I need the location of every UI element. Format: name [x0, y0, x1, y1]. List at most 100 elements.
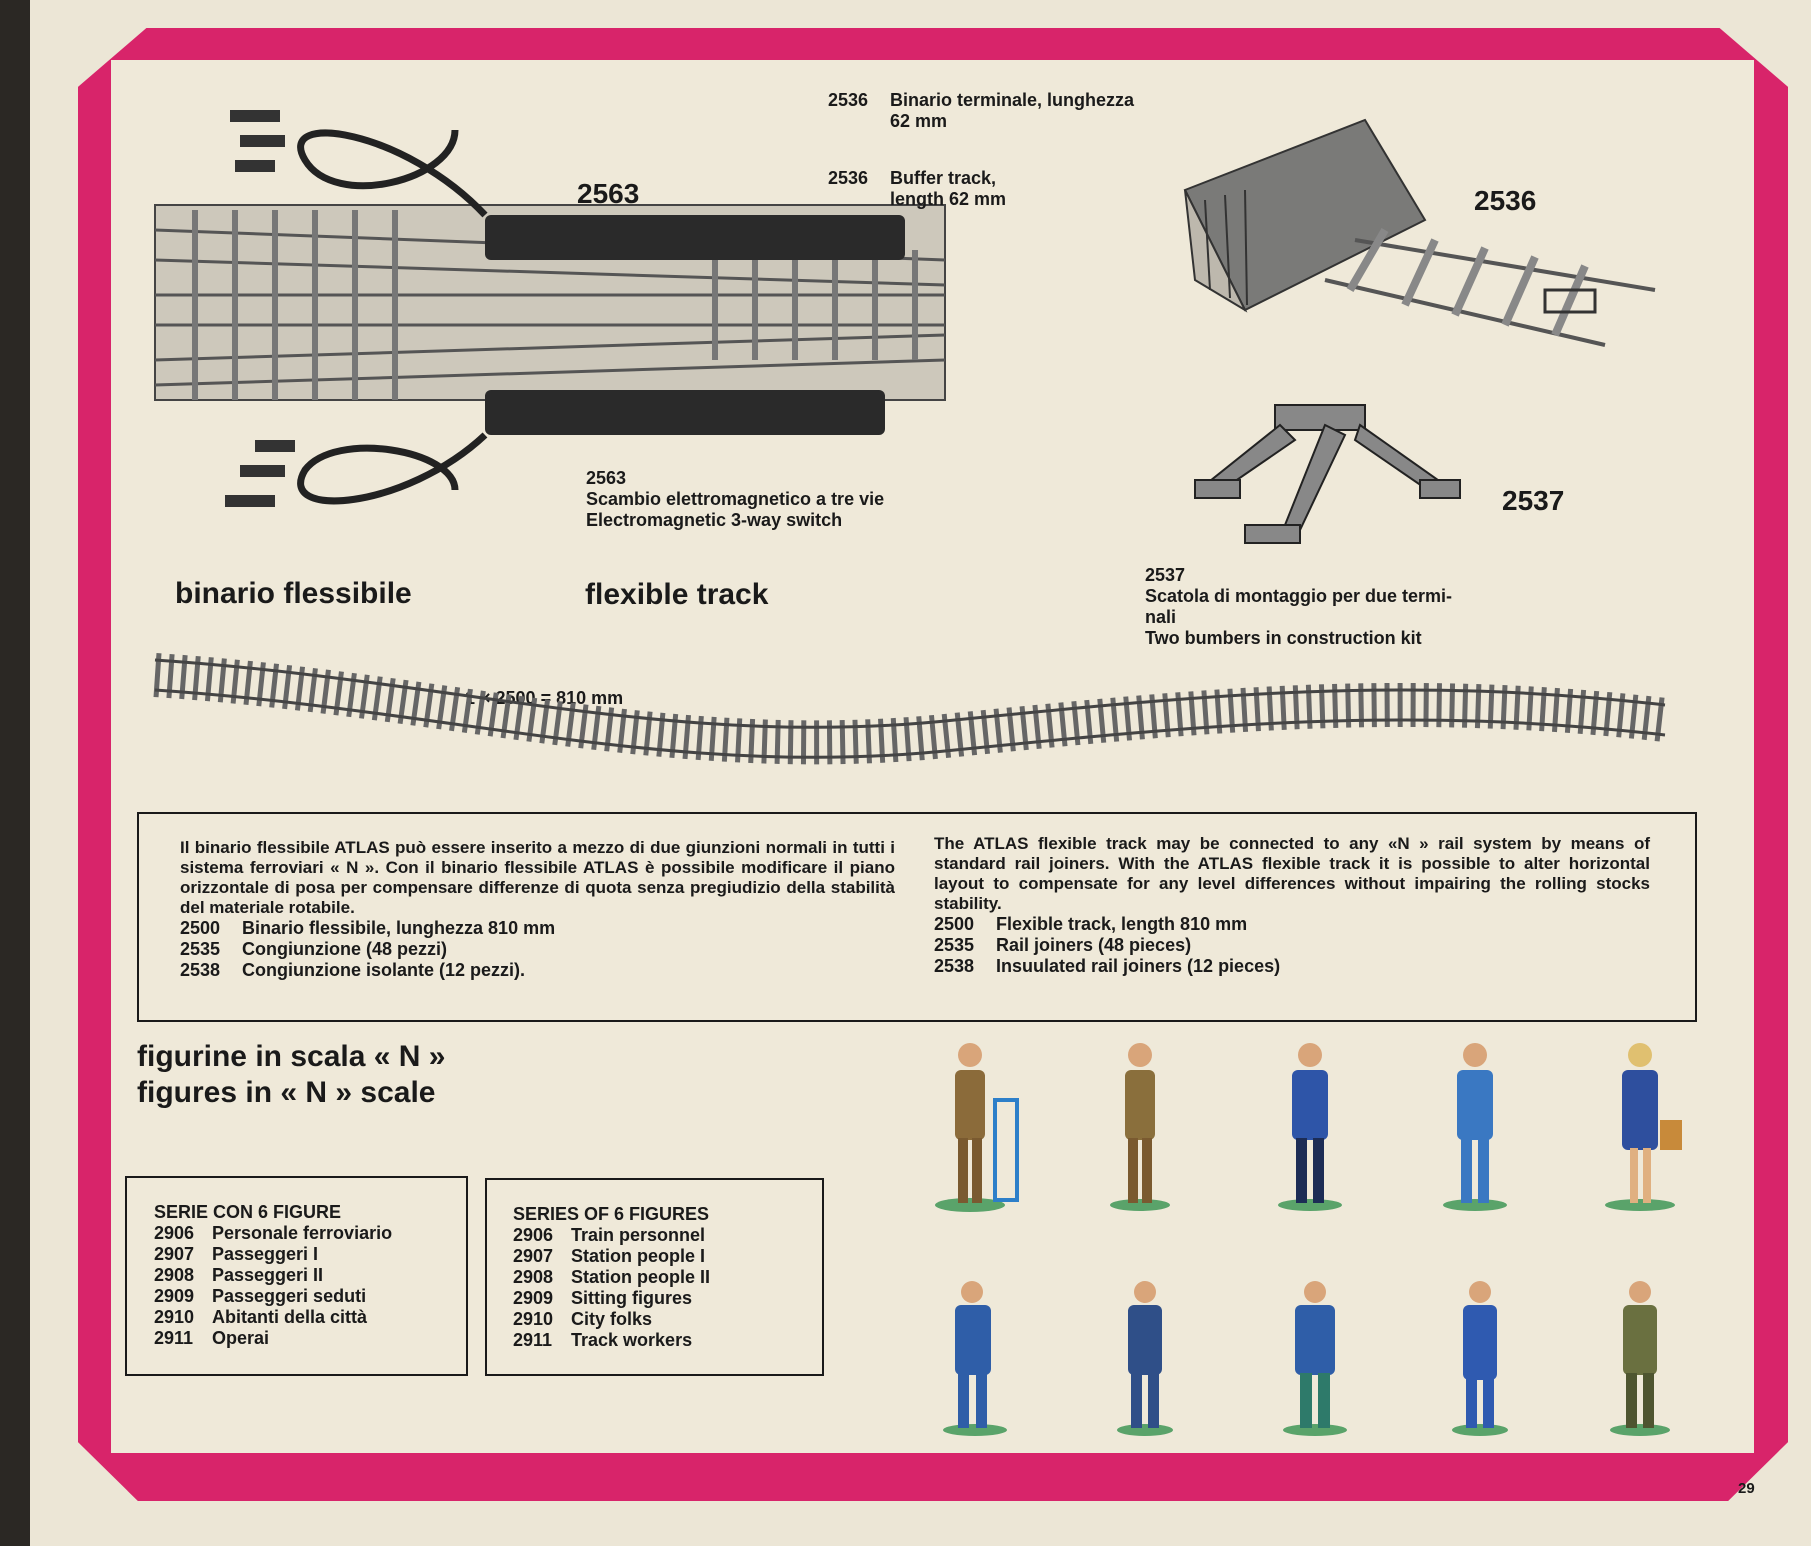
flexible-track-image [153, 653, 1668, 765]
list-item-code: 2911 [154, 1328, 194, 1348]
list-item: 2907 Passeggeri I [154, 1244, 392, 1265]
flex-text-it: Il binario flessibile ATLAS può essere i… [180, 838, 895, 981]
list-item-code: 2907 [513, 1246, 554, 1266]
flex-formula: 1 × 2500 = 810 mm [465, 688, 624, 708]
list-item-code: 2910 [513, 1309, 554, 1329]
buffer-caption-it-line2: 62 mm [890, 111, 948, 131]
series-box-it [125, 1176, 468, 1376]
series-list-it: SERIE CON 6 FIGURE 2906 Personale ferrovi… [154, 1202, 392, 1349]
buffer-caption-en-line2: length 62 mm [890, 189, 1007, 209]
list-item-code: 2909 [154, 1286, 195, 1306]
list-item-code: 2906 [513, 1225, 554, 1245]
list-item-code: 2909 [513, 1288, 554, 1308]
buffer-caption-it: 2536 Binario terminale, lunghezza 62 mm [828, 90, 1134, 132]
list-item: 2906 Personale ferroviario [154, 1223, 392, 1244]
bumper-caption: 2537 Scatola di montaggio per due termi-… [1145, 565, 1452, 649]
book-spine [0, 0, 30, 1546]
list-item-label: Station people II [571, 1267, 711, 1287]
series-title-it: SERIE CON 6 FIGURE [154, 1202, 342, 1222]
list-item-label: Flexible track, length 810 mm [996, 914, 1248, 934]
list-item-code: 2907 [154, 1244, 195, 1264]
list-item-code: 2500 [934, 914, 975, 934]
list-item: 2538 Insuulated rail joiners (12 pieces) [934, 956, 1650, 977]
buffer-caption-code-en: 2536 [828, 168, 869, 188]
flex-text-box [137, 812, 1697, 1022]
switch-caption-en: Electromagnetic 3-way switch [586, 510, 843, 530]
list-item-label: Passeggeri seduti [212, 1286, 367, 1306]
three-way-switch-image [154, 110, 946, 507]
list-item-code: 2535 [934, 935, 975, 955]
switch-item-number: 2563 [577, 178, 640, 209]
list-item-label: Station people I [571, 1246, 706, 1266]
list-item-label: Track workers [571, 1330, 693, 1350]
list-item-code: 2535 [180, 939, 221, 959]
figures-heading-it: figurine in scala « N » [137, 1040, 446, 1073]
list-item: 2910 City folks [513, 1309, 710, 1330]
list-item: 2910 Abitanti della città [154, 1307, 392, 1328]
list-item-code: 2911 [513, 1330, 553, 1350]
buffer-caption-it-line1: Binario terminale, lunghezza [890, 90, 1135, 110]
figure-row-top [935, 1043, 1682, 1212]
flex-heading-it: binario flessibile [175, 577, 412, 610]
list-item-label: Train personnel [571, 1225, 706, 1245]
list-item-label: Congiunzione (48 pezzi) [242, 939, 447, 959]
page-number: 29 [1738, 1480, 1755, 1497]
switch-caption-code: 2563 [586, 468, 627, 488]
bumper-image [1194, 404, 1461, 544]
bumper-caption-it-line1: Scatola di montaggio per due termi- [1145, 586, 1453, 606]
list-item-code: 2908 [513, 1267, 554, 1287]
list-item-label: Passeggeri I [212, 1244, 319, 1264]
buffer-caption-en: 2536 Buffer track, length 62 mm [828, 168, 1006, 210]
series-box-en [485, 1178, 824, 1376]
list-item: 2909 Sitting figures [513, 1288, 710, 1309]
flex-list-it: 2500 Binario flessibile, lunghezza 810 mm… [180, 918, 895, 981]
list-item: 2907 Station people I [513, 1246, 710, 1267]
list-item: 2908 Passeggeri II [154, 1265, 392, 1286]
list-item-label: City folks [571, 1309, 653, 1329]
list-item-label: Operai [212, 1328, 270, 1348]
list-item: 2908 Station people II [513, 1267, 710, 1288]
list-item-label: Insuulated rail joiners (12 pieces) [996, 956, 1281, 976]
n-scale-figures-image [935, 1043, 1682, 1436]
flex-heading-en: flexible track [585, 578, 769, 611]
list-item-code: 2910 [154, 1307, 195, 1327]
list-item: 2500 Binario flessibile, lunghezza 810 mm [180, 918, 895, 939]
series-title-en: SERIES OF 6 FIGURES [513, 1204, 710, 1224]
list-item-code: 2538 [934, 956, 975, 976]
buffer-item-number: 2536 [1474, 185, 1537, 216]
figures-heading-en: figures in « N » scale [137, 1076, 436, 1109]
list-item: 2500 Flexible track, length 810 mm [934, 914, 1650, 935]
list-item-label: Personale ferroviario [212, 1223, 393, 1243]
list-item: 2911 Track workers [513, 1330, 710, 1351]
list-item: 2911 Operai [154, 1328, 392, 1349]
flex-description-en: The ATLAS flexible track may be connecte… [934, 834, 1650, 913]
list-item-code: 2500 [180, 918, 221, 938]
buffer-caption-en-line1: Buffer track, [890, 168, 997, 188]
list-item-label: Sitting figures [571, 1288, 692, 1308]
list-item-code: 2908 [154, 1265, 195, 1285]
list-item: 2535 Congiunzione (48 pezzi) [180, 939, 895, 960]
list-item-label: Congiunzione isolante (12 pezzi). [242, 960, 526, 980]
list-item: 2538 Congiunzione isolante (12 pezzi). [180, 960, 895, 981]
buffer-caption-code-it: 2536 [828, 90, 869, 110]
list-item-label: Abitanti della città [212, 1307, 368, 1327]
flex-description-it: Il binario flessibile ATLAS può essere i… [180, 838, 895, 917]
bumper-caption-en: Two bumbers in construction kit [1145, 628, 1422, 648]
switch-caption-it: Scambio elettromagnetico a tre vie [586, 489, 885, 509]
bumper-item-number: 2537 [1502, 485, 1565, 516]
figure-row-bottom [943, 1281, 1670, 1436]
list-item: 2906 Train personnel [513, 1225, 710, 1246]
switch-caption: 2563 Scambio elettromagnetico a tre vie … [586, 468, 884, 531]
list-item: 2909 Passeggeri seduti [154, 1286, 392, 1307]
bumper-caption-code: 2537 [1145, 565, 1186, 585]
list-item-label: Passeggeri II [212, 1265, 324, 1285]
buffer-track-image [1183, 118, 1656, 347]
list-item-label: Binario flessibile, lunghezza 810 mm [242, 918, 556, 938]
list-item-code: 2538 [180, 960, 221, 980]
bumper-caption-it-line2: nali [1145, 607, 1177, 627]
list-item-code: 2906 [154, 1223, 195, 1243]
flex-text-en: The ATLAS flexible track may be connecte… [934, 834, 1650, 977]
